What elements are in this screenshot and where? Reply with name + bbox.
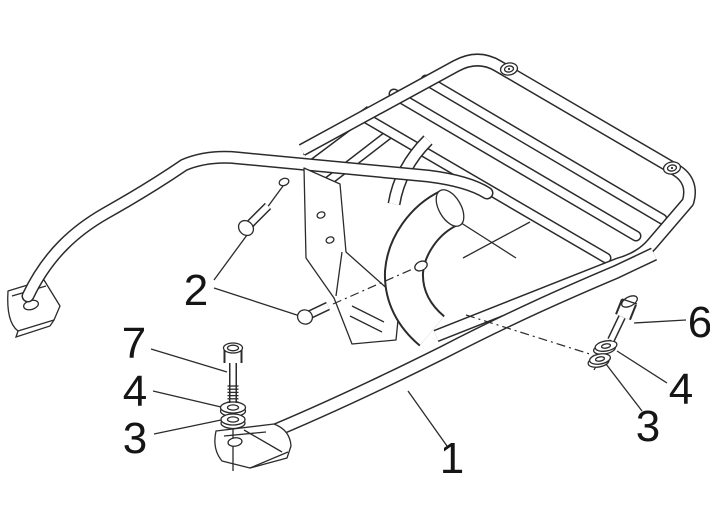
leader-7 <box>150 348 228 373</box>
platform-screw-boss-right <box>662 161 682 175</box>
callout-4-right: 4 <box>668 365 694 414</box>
screw-angled <box>611 293 638 340</box>
leader-3-right <box>605 363 643 412</box>
callout-3-left: 3 <box>122 414 148 463</box>
leader-4-left <box>152 390 222 408</box>
washer-spring-left <box>220 413 246 430</box>
leader-1 <box>407 390 448 447</box>
bottom-mounting-tab <box>214 423 292 469</box>
grab-rail-bottom-tube <box>262 254 654 436</box>
grab-rail-left-foot <box>7 279 61 339</box>
grab-rail-left-arm <box>28 157 487 296</box>
screw-vertical <box>222 343 244 403</box>
leader-4-right <box>616 350 668 384</box>
leader-3-left <box>153 419 222 435</box>
washer-flat-left <box>219 401 247 418</box>
callout-4-left: 4 <box>122 367 148 416</box>
callout-1: 1 <box>439 434 465 483</box>
callout-7: 7 <box>121 319 147 368</box>
leader-2-lower <box>213 287 304 318</box>
hidden-axis-screw <box>465 314 594 356</box>
pin-hole-upper <box>278 177 290 187</box>
washer-flat-right <box>592 340 618 355</box>
pin-hole-lower <box>414 260 428 272</box>
hidden-axis-pin <box>332 267 416 305</box>
pin-upper <box>237 206 268 237</box>
pin-lower <box>296 306 328 325</box>
support-rods <box>454 218 531 259</box>
callout-6: 6 <box>687 298 710 347</box>
front-bend-tube <box>404 185 470 331</box>
center-mounting-bracket <box>303 167 401 345</box>
screw-threads <box>227 385 239 403</box>
callout-3-right: 3 <box>635 402 661 451</box>
leader-6 <box>633 319 687 324</box>
callout-2: 2 <box>183 266 209 315</box>
platform-screw-boss-top <box>499 62 519 76</box>
washer-spring-right <box>587 353 612 368</box>
tube-open-end <box>435 189 465 227</box>
